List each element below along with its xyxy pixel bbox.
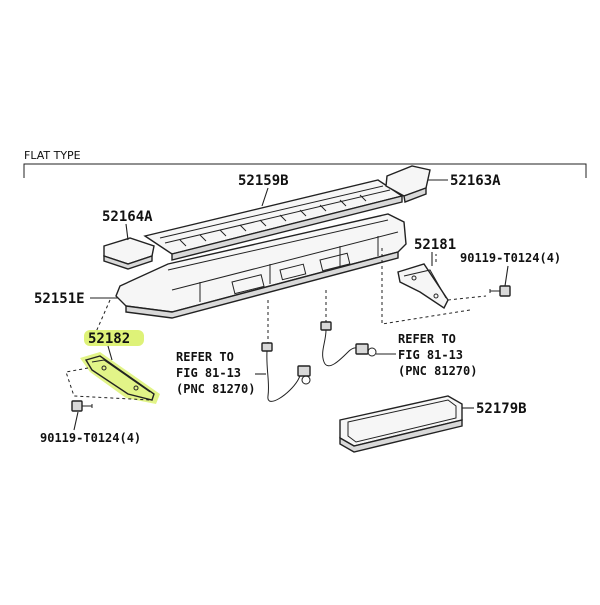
bracket-52181 xyxy=(397,263,449,310)
label-52164A: 52164A xyxy=(102,209,153,225)
step-pad-52159B xyxy=(143,179,404,261)
bracket-52182 xyxy=(84,355,155,401)
bolt-right xyxy=(489,285,511,297)
highlight-part-52182 xyxy=(80,352,160,404)
label-52179B: 52179B xyxy=(476,401,527,417)
leader-52159B xyxy=(261,187,269,207)
ref-right-line1: REFER TO xyxy=(398,332,456,346)
ref-left-line2: FIG 81-13 xyxy=(176,366,241,380)
ref-right-line3: (PNC 81270) xyxy=(398,364,477,378)
plate-52179B xyxy=(339,395,463,453)
label-52151E: 52151E xyxy=(34,291,85,307)
ref-left-line3: (PNC 81270) xyxy=(176,382,255,396)
leader-52164A xyxy=(125,223,129,241)
highlight-label-52182 xyxy=(84,330,144,346)
wire-harness-left xyxy=(261,342,311,402)
header-label: FLAT TYPE xyxy=(24,149,81,162)
projection-line-bracket xyxy=(95,299,111,333)
label-52163A: 52163A xyxy=(450,173,501,189)
bolt-left xyxy=(71,400,93,412)
label-52159B: 52159B xyxy=(238,173,289,189)
projection-line-right xyxy=(381,248,471,325)
ref-right-line2: FIG 81-13 xyxy=(398,348,463,362)
projection-52181 xyxy=(435,254,487,301)
leader-bolt-left xyxy=(73,411,79,431)
label-52181: 52181 xyxy=(414,237,456,253)
leader-52182 xyxy=(107,345,113,361)
header-bracket xyxy=(23,163,587,178)
end-cap-52164A xyxy=(103,237,155,270)
leader-bolt-right xyxy=(504,265,509,287)
label-52182: 52182 xyxy=(88,331,130,347)
projection-52182 xyxy=(65,367,151,401)
bumper-52151E xyxy=(115,213,407,319)
wire-harness-right xyxy=(320,321,377,367)
label-bolt-left: 90119-T0124(4) xyxy=(40,431,141,445)
label-bolt-right: 90119-T0124(4) xyxy=(460,251,561,265)
ref-left-line1: REFER TO xyxy=(176,350,234,364)
end-cap-52163A xyxy=(385,165,431,203)
